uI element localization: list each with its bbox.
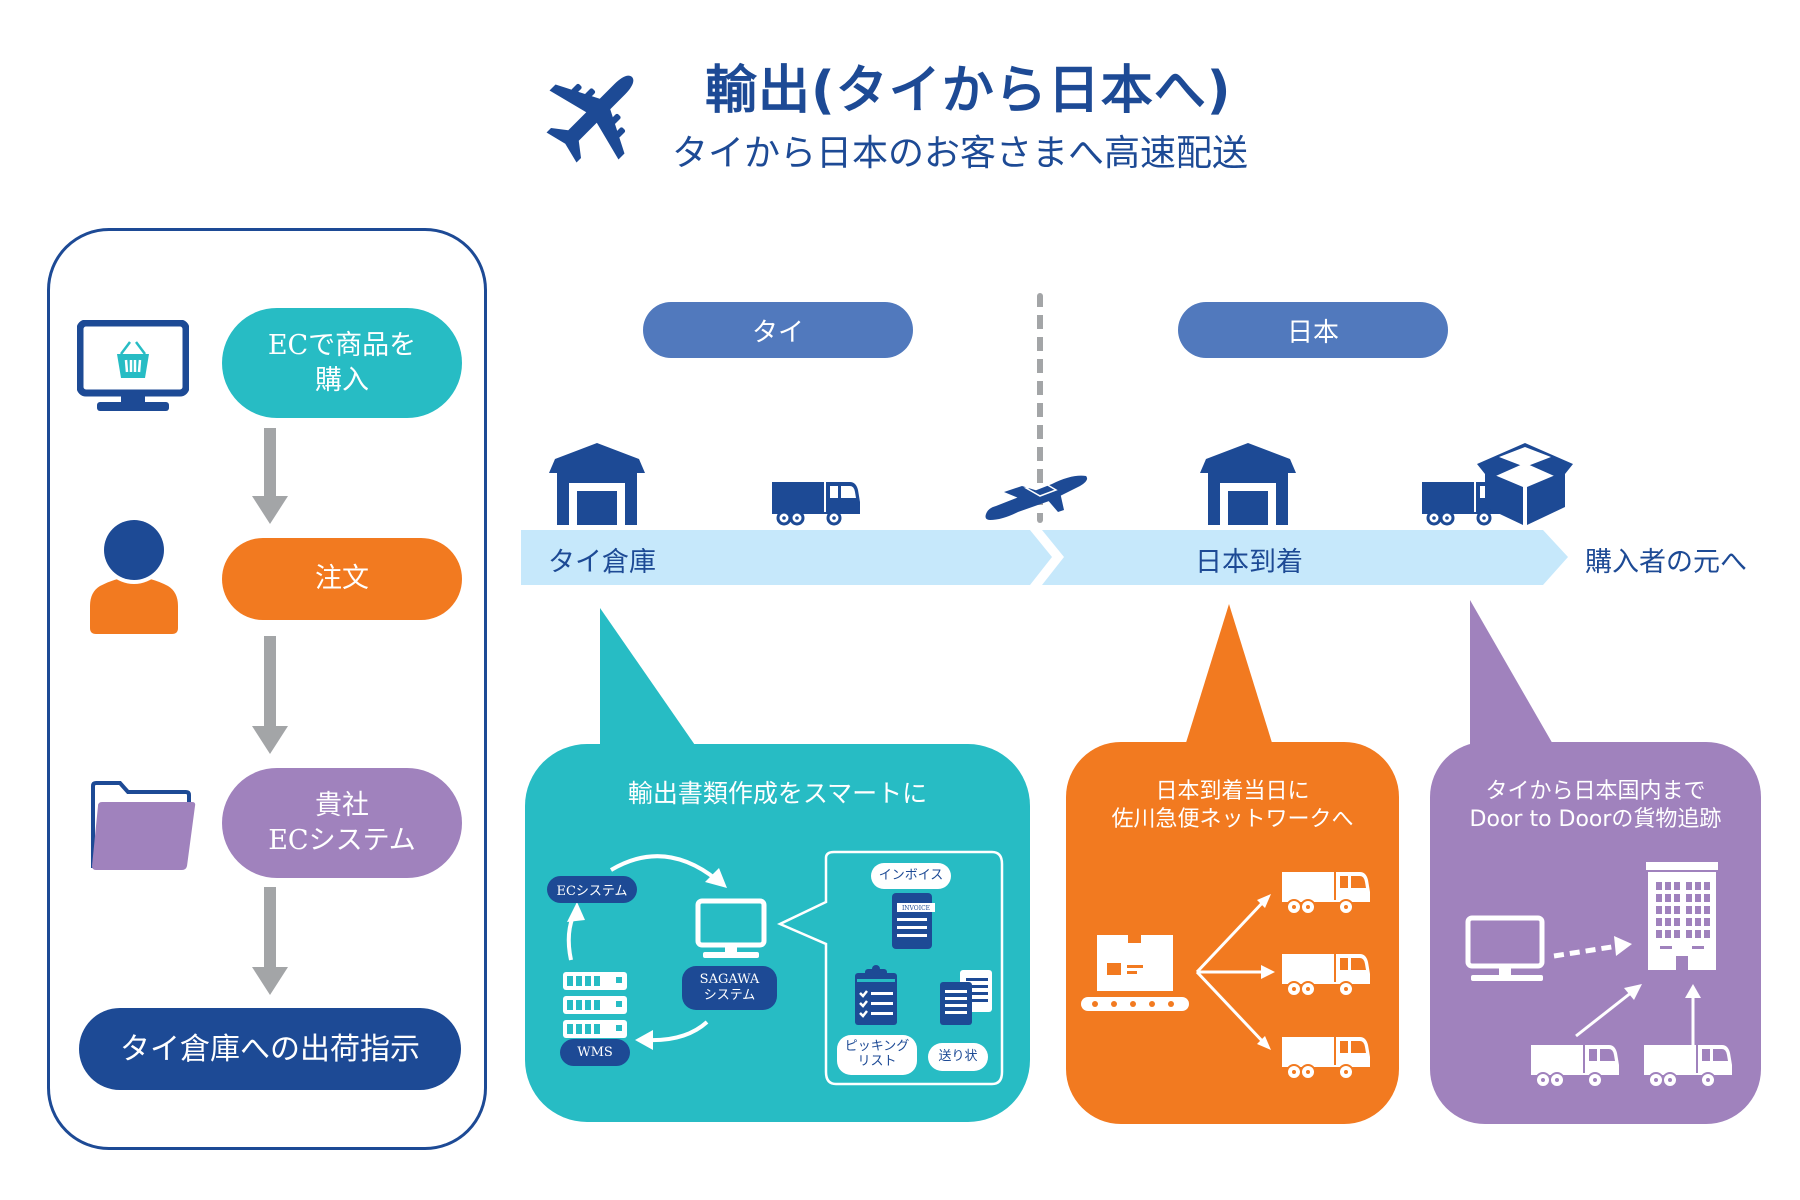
flow-arrow-1 (252, 428, 288, 524)
ec-flow-panel (47, 228, 487, 1150)
cycle-arrows (566, 854, 727, 1050)
office-building-icon (1646, 862, 1718, 970)
doc-invoice-label: インボイス (871, 863, 951, 889)
conveyor-parcel-icon (1081, 935, 1189, 1013)
truck-icon (772, 480, 862, 526)
timeline-bar (521, 530, 1568, 585)
invoice-doc-text: INVOICE (902, 905, 930, 912)
step-ec-system: 貴社 ECシステム (222, 768, 462, 878)
step-ec-system-label: 貴社 ECシステム (268, 789, 416, 856)
step-shipping-instruction: タイ倉庫への出荷指示 (79, 1008, 461, 1090)
region-japan: 日本 (1178, 302, 1448, 358)
step-order-label: 注文 (315, 563, 369, 595)
invoice-icon: INVOICE (890, 893, 935, 949)
truck-icon (1644, 1045, 1732, 1088)
timeline-segment-japan (1042, 530, 1568, 585)
region-japan-label: 日本 (1286, 317, 1339, 348)
flow-arrow-3 (252, 887, 288, 995)
warehouse-icon (1198, 443, 1298, 525)
header-airplane-icon (540, 60, 652, 166)
person-icon (88, 516, 180, 634)
warehouse-icon (547, 443, 647, 525)
truck-icon (1282, 954, 1370, 997)
step-ec-purchase-label: ECで商品を 購入 (267, 329, 417, 396)
distribution-arrows (1195, 894, 1275, 1050)
monitor-basket-icon (76, 319, 190, 415)
stage-japan-arrival: 日本到着 (1195, 547, 1303, 578)
timeline-segment-thailand (521, 530, 1052, 585)
monitor-icon (1465, 915, 1545, 985)
callout-tracking-title: タイから日本国内まで Door to Doorの貨物追跡 (1469, 779, 1722, 832)
documents-box (776, 850, 1004, 1086)
step-order: 注文 (222, 538, 462, 620)
cycle-sagawa-system: SAGAWA システム (682, 966, 777, 1010)
server-icon (563, 972, 627, 1038)
folder-icon (90, 780, 196, 872)
page-subtitle: タイから日本のお客さまへ高速配送 (672, 133, 1249, 174)
clipboard-checklist-icon (855, 965, 897, 1025)
airplane-takeoff-icon (982, 462, 1090, 522)
cycle-wms: WMS (560, 1039, 630, 1066)
cycle-sagawa-system-label: SAGAWA システム (699, 971, 760, 1003)
border-divider (1037, 293, 1043, 523)
doc-picking-list-label: ピッキング リスト (837, 1035, 917, 1075)
page-title: 輸出(タイから日本へ) (705, 61, 1232, 121)
cycle-wms-label: WMS (577, 1045, 613, 1060)
doc-invoice-text: インボイス (878, 867, 944, 883)
callout-network-title: 日本到着当日に 佐川急便ネットワークへ (1111, 779, 1354, 832)
flow-arrow-2 (252, 636, 288, 754)
doc-waybill-text: 送り状 (938, 1048, 978, 1064)
truck-icon (1531, 1045, 1619, 1088)
region-thailand: タイ (643, 302, 913, 358)
cycle-ec-system-label: ECシステム (556, 884, 628, 899)
cycle-ec-system: ECシステム (547, 876, 637, 903)
open-box-icon (1477, 437, 1573, 527)
stage-to-buyer: 購入者の元へ (1585, 547, 1747, 578)
step-ec-purchase: ECで商品を 購入 (222, 308, 462, 418)
truck-icon (1282, 872, 1370, 915)
truck-icon (1282, 1037, 1370, 1080)
step-shipping-instruction-label: タイ倉庫への出荷指示 (120, 1031, 420, 1067)
shipping-labels-icon (940, 970, 992, 1025)
region-thailand-label: タイ (751, 317, 804, 348)
doc-waybill-label: 送り状 (928, 1043, 988, 1071)
stage-thai-warehouse: タイ倉庫 (548, 547, 656, 578)
monitor-icon (695, 898, 767, 960)
doc-picking-list-text: ピッキング リスト (844, 1039, 910, 1069)
callout-export-docs-title: 輸出書類作成をスマートに (627, 779, 928, 808)
